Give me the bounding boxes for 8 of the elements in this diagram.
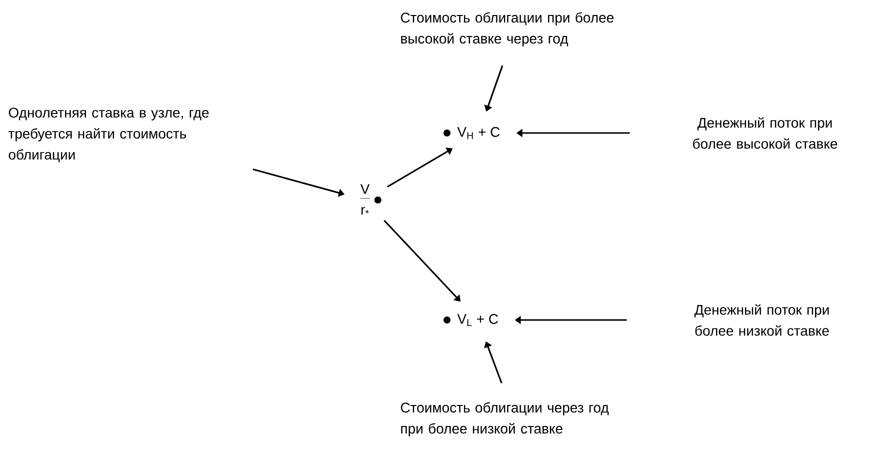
annotation-text: Однолетняя ставка в узле, где требуется найти стоимость облигации [8, 108, 209, 162]
annotation-text: Денежный поток при более низкой ставке [694, 304, 829, 336]
annotation-text: Стоимость облигации через год при более низкой ставке [400, 402, 609, 436]
annotation-text: Стоимость облигации при более высокой ставке через год [400, 12, 614, 46]
root-formula: V r$_{*}$ [360, 184, 382, 215]
node-formula: V$_{L}$ + C [444, 314, 498, 326]
node-formula: V$_{H}$ + C [444, 127, 500, 139]
annotation-text: Денежный поток при более высокой ставке [693, 117, 838, 149]
